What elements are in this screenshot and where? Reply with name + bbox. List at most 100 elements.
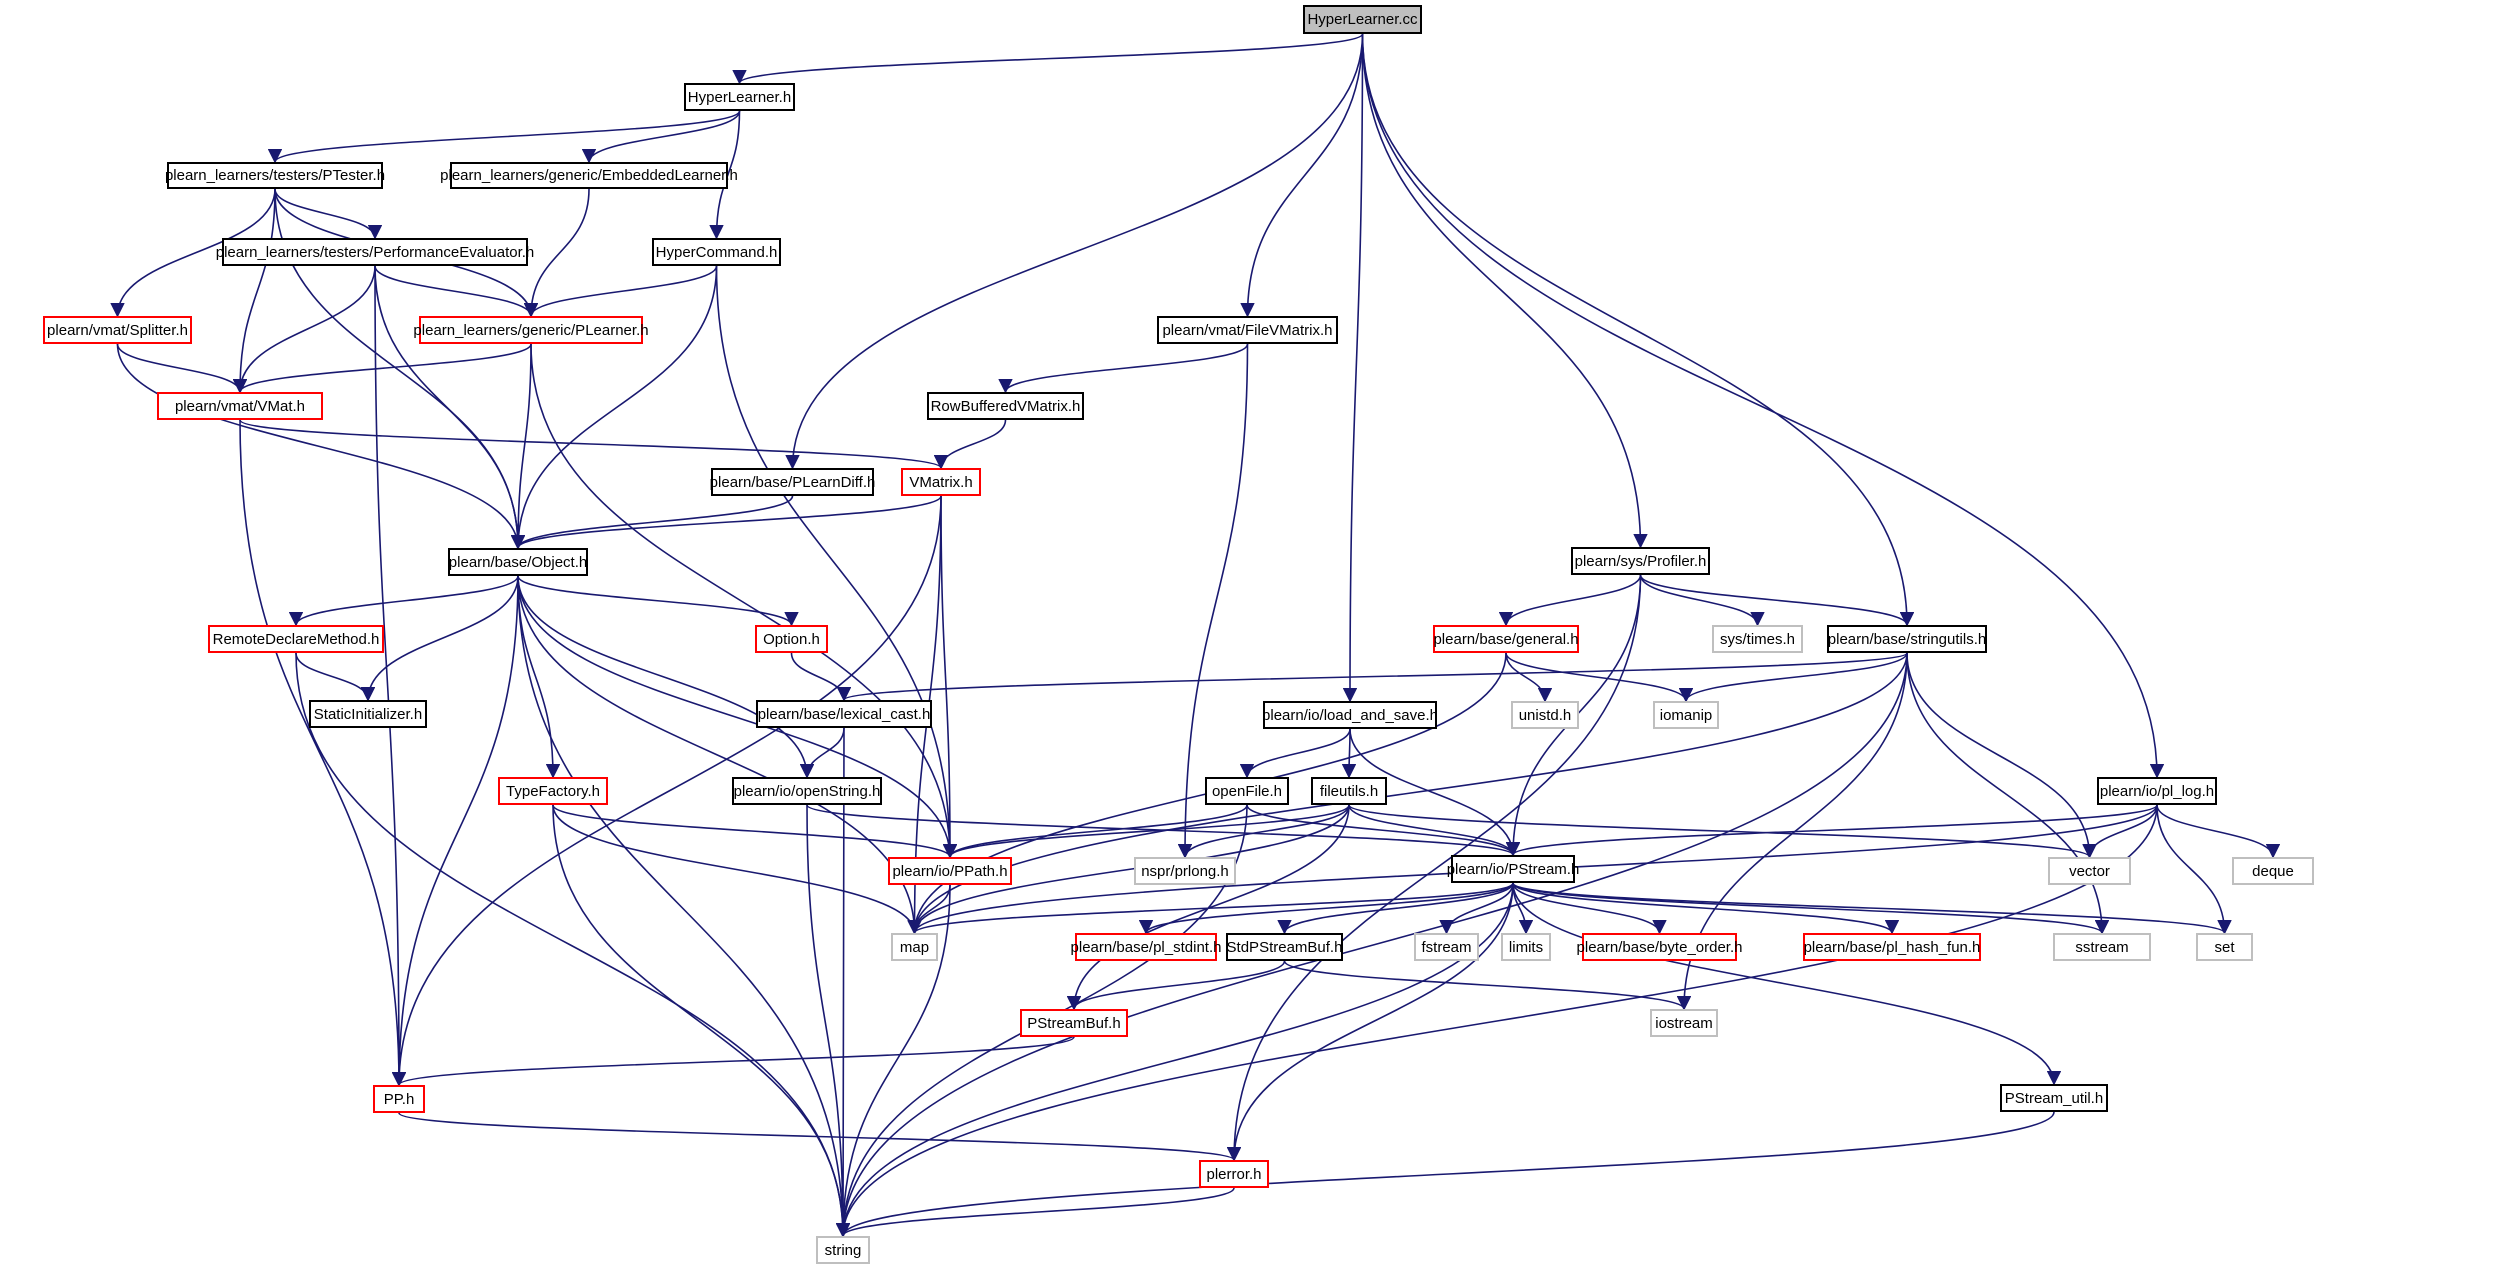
node-label: string [824,1241,862,1259]
edge-pllog-to-deque [2156,804,2281,859]
edge-filevmatrix-to-rowbuffered [998,343,1249,394]
graph-node-loadsave[interactable]: plearn/io/load_and_save.h [1262,701,1438,729]
edge-stringutils-to-string [835,652,1908,1238]
node-label: StaticInitializer.h [313,705,423,723]
graph-node-object[interactable]: plearn/base/Object.h [448,548,588,576]
graph-node-limits: limits [1501,933,1551,961]
graph-node-fstream: fstream [1414,933,1479,961]
graph-node-openstring[interactable]: plearn/io/openString.h [732,777,882,805]
edge-pllog-to-set [2156,804,2232,935]
edge-stringutils-to-lexicalcast [837,652,1908,702]
node-label: plearn/base/stringutils.h [1827,630,1987,648]
edge-hypercommand-to-ppath [715,265,958,859]
graph-node-ptester[interactable]: plearn_learners/testers/PTester.h [164,162,386,189]
graph-node-vector: vector [2048,857,2131,885]
edge-pstream-to-plstdint [1138,882,1514,935]
edge-ptester-to-vmat [232,188,276,394]
edge-root-to-stringutils [1361,33,1915,627]
edge-general-to-unistd [1505,652,1553,703]
node-label: sstream [2075,938,2129,956]
graph-node-vmat[interactable]: plearn/vmat/VMat.h [157,392,323,420]
graph-node-splitter[interactable]: plearn/vmat/Splitter.h [43,316,192,344]
edge-pstream-to-plhashfun [1512,882,1900,935]
graph-node-filevmatrix[interactable]: plearn/vmat/FileVMatrix.h [1157,316,1338,344]
graph-node-option[interactable]: Option.h [755,625,828,653]
graph-node-deque: deque [2232,857,2314,885]
node-label: plearn/io/pl_log.h [2099,782,2215,800]
graph-node-prlong: nspr/prlong.h [1134,857,1236,885]
graph-node-ppath[interactable]: plearn/io/PPath.h [888,857,1012,885]
graph-node-iomanip: iomanip [1653,701,1719,729]
edge-remotedeclare-to-string [295,652,851,1238]
graph-node-plerror[interactable]: plerror.h [1199,1160,1269,1188]
node-label: plearn/base/PLearnDiff.h [709,473,876,491]
graph-node-general[interactable]: plearn/base/general.h [1433,625,1579,653]
edge-fileutils-to-pstreambuf [1066,804,1350,1011]
graph-node-map: map [891,933,938,961]
graph-node-pllog[interactable]: plearn/io/pl_log.h [2097,777,2217,805]
graph-node-fileutils[interactable]: fileutils.h [1311,777,1387,805]
edge-root-to-profiler [1361,33,1648,549]
node-label: PStream_util.h [2004,1089,2104,1107]
graph-node-pstream[interactable]: plearn/io/PStream.h [1447,855,1579,883]
edge-fileutils-to-pstream [1348,804,1521,857]
graph-node-embedded[interactable]: plearn_learners/generic/EmbeddedLearner.… [440,162,738,189]
graph-node-stringutils[interactable]: plearn/base/stringutils.h [1827,625,1987,653]
graph-node-byteorder[interactable]: plearn/base/byte_order.h [1577,933,1742,961]
graph-node-typefactory[interactable]: TypeFactory.h [498,777,608,805]
node-label: unistd.h [1518,706,1572,724]
node-label: plearn/vmat/VMat.h [174,397,306,415]
node-label: plearn_learners/testers/PTester.h [164,167,386,184]
graph-node-hypercommand[interactable]: HyperCommand.h [652,238,781,266]
edge-pllog-to-pstream [1506,804,2158,857]
graph-node-remotedeclare[interactable]: RemoteDeclareMethod.h [208,625,384,653]
edge-root-to-loadsave [1342,33,1364,703]
edge-pstream-to-fstream [1439,882,1514,935]
edge-ptester-to-perfeval [274,188,383,240]
graph-node-perfeval[interactable]: plearn_learners/testers/PerformanceEvalu… [216,238,534,266]
edge-fileutils-to-prlong [1177,804,1350,859]
graph-node-plhashfun[interactable]: plearn/base/pl_hash_fun.h [1803,933,1981,961]
edge-splitter-to-vmat [116,343,248,394]
node-label: deque [2252,862,2294,880]
graph-node-plearner[interactable]: plearn_learners/generic/PLearner.h [413,316,649,344]
node-label: plearn/base/pl_hash_fun.h [1803,938,1981,956]
edge-pstream-to-byteorder [1512,882,1667,935]
edge-hyperlearner_h-to-ptester [268,110,741,164]
node-label: plearn_learners/generic/EmbeddedLearner.… [440,167,738,184]
graph-node-pstreambuf[interactable]: PStreamBuf.h [1020,1009,1128,1037]
graph-node-profiler[interactable]: plearn/sys/Profiler.h [1571,547,1710,575]
edge-pllog-to-string [835,804,2158,1238]
edge-typefactory-to-map [552,804,922,935]
node-label: sys/times.h [1719,630,1795,648]
graph-node-plstdint[interactable]: plearn/base/pl_stdint.h [1071,933,1221,961]
edge-pstream-to-pstreamutil [1512,882,2062,1086]
edge-object-to-typefactory [517,575,561,779]
graph-node-pstreamutil[interactable]: PStream_util.h [2000,1084,2108,1112]
edge-perfeval-to-plearner [374,265,539,318]
graph-node-stdpstreambuf[interactable]: StdPStreamBuf.h [1226,933,1343,961]
graph-node-hyperlearner-h[interactable]: HyperLearner.h [684,83,795,111]
edge-loadsave-to-pstream [1349,728,1521,857]
graph-node-openfile[interactable]: openFile.h [1205,777,1289,805]
graph-node-iostream: iostream [1650,1009,1718,1037]
graph-node-rowbuffered[interactable]: RowBufferedVMatrix.h [927,392,1084,420]
edge-profiler-to-systimes [1639,574,1765,627]
edge-typefactory-to-ppath [552,804,958,859]
graph-node-string: string [816,1236,870,1264]
edge-object-to-ppath [517,575,958,859]
edge-vmatrix-to-pp [391,495,942,1087]
node-label: plerror.h [1206,1165,1262,1183]
node-label: HyperCommand.h [655,243,778,261]
graph-node-lexicalcast[interactable]: plearn/base/lexical_cast.h [756,700,932,728]
graph-node-plearndiff[interactable]: plearn/base/PLearnDiff.h [709,468,876,496]
graph-node-staticinit[interactable]: StaticInitializer.h [309,700,427,728]
edge-option-to-lexicalcast [790,652,852,702]
graph-node-vmatrix[interactable]: VMatrix.h [901,468,981,496]
edge-openstring-to-string [806,804,851,1238]
graph-node-pp[interactable]: PP.h [373,1085,425,1113]
edge-root-to-pllog [1361,33,2165,779]
edge-object-to-openstring [517,575,815,779]
graph-node-root[interactable]: HyperLearner.cc [1303,5,1422,34]
